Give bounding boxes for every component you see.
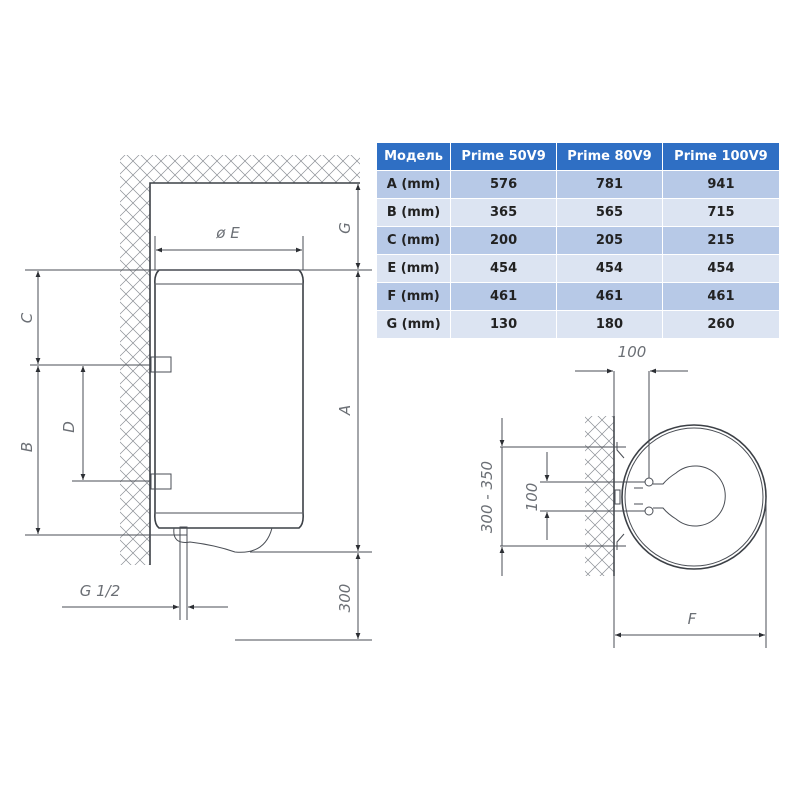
- outlet-hot: [644, 477, 654, 487]
- table-cell: 454: [450, 254, 557, 283]
- table-cell: 565: [556, 198, 663, 227]
- table-cell: 576: [450, 170, 557, 199]
- tank-outer-circle: [621, 424, 767, 570]
- tank-body: [150, 269, 304, 620]
- header-model-2: Prime 80V9: [556, 143, 663, 171]
- table-cell: 715: [662, 198, 781, 227]
- table-cell: 200: [450, 226, 557, 255]
- row-label: C (mm): [377, 226, 452, 255]
- side-view: ø E G A 300 C B D G 1/2: [18, 155, 372, 641]
- table-cell: 260: [662, 310, 781, 339]
- table-cell: 461: [662, 282, 781, 311]
- table-cell: 365: [450, 198, 557, 227]
- table-cell: 941: [662, 170, 781, 199]
- bottom-cover: [173, 527, 273, 553]
- header-model-3: Prime 100V9: [662, 143, 781, 171]
- inlet-cold: [644, 506, 654, 516]
- mount-bracket: [614, 442, 625, 550]
- label-e: ø E: [215, 224, 240, 242]
- label-100-top: 100: [618, 343, 647, 361]
- table-cell: 461: [450, 282, 557, 311]
- table-cell: 461: [556, 282, 663, 311]
- table-cell: 781: [556, 170, 663, 199]
- top-view: 100 300 - 350 100 F: [478, 343, 767, 648]
- row-label: F (mm): [377, 282, 452, 311]
- label-pipe-thread: G 1/2: [80, 582, 121, 600]
- table-cell: 180: [556, 310, 663, 339]
- label-f: F: [688, 610, 697, 628]
- row-label: A (mm): [377, 170, 452, 199]
- header-model-1: Prime 50V9: [450, 143, 557, 171]
- table-cell: 454: [662, 254, 781, 283]
- inner-flange: [653, 465, 726, 527]
- extension-lines: [25, 236, 372, 641]
- wall-hatching-top: [585, 416, 614, 576]
- label-g: G: [336, 222, 354, 234]
- wall-hatching: [120, 155, 360, 565]
- table-cell: 130: [450, 310, 557, 339]
- row-label: E (mm): [377, 254, 452, 283]
- label-300: 300: [336, 584, 354, 613]
- table-cell: 454: [556, 254, 663, 283]
- row-label: B (mm): [377, 198, 452, 227]
- row-label: G (mm): [377, 310, 452, 339]
- table-cell: 205: [556, 226, 663, 255]
- label-a: A: [336, 405, 354, 416]
- label-b: B: [18, 442, 36, 452]
- table-cell: 215: [662, 226, 781, 255]
- label-c: C: [18, 312, 36, 323]
- bracket-bottom: [150, 473, 172, 490]
- bracket-top: [150, 356, 172, 373]
- label-d: D: [60, 421, 78, 433]
- header-model: Модель: [377, 143, 452, 171]
- label-100-side: 100: [523, 483, 541, 512]
- label-300-350: 300 - 350: [478, 461, 496, 533]
